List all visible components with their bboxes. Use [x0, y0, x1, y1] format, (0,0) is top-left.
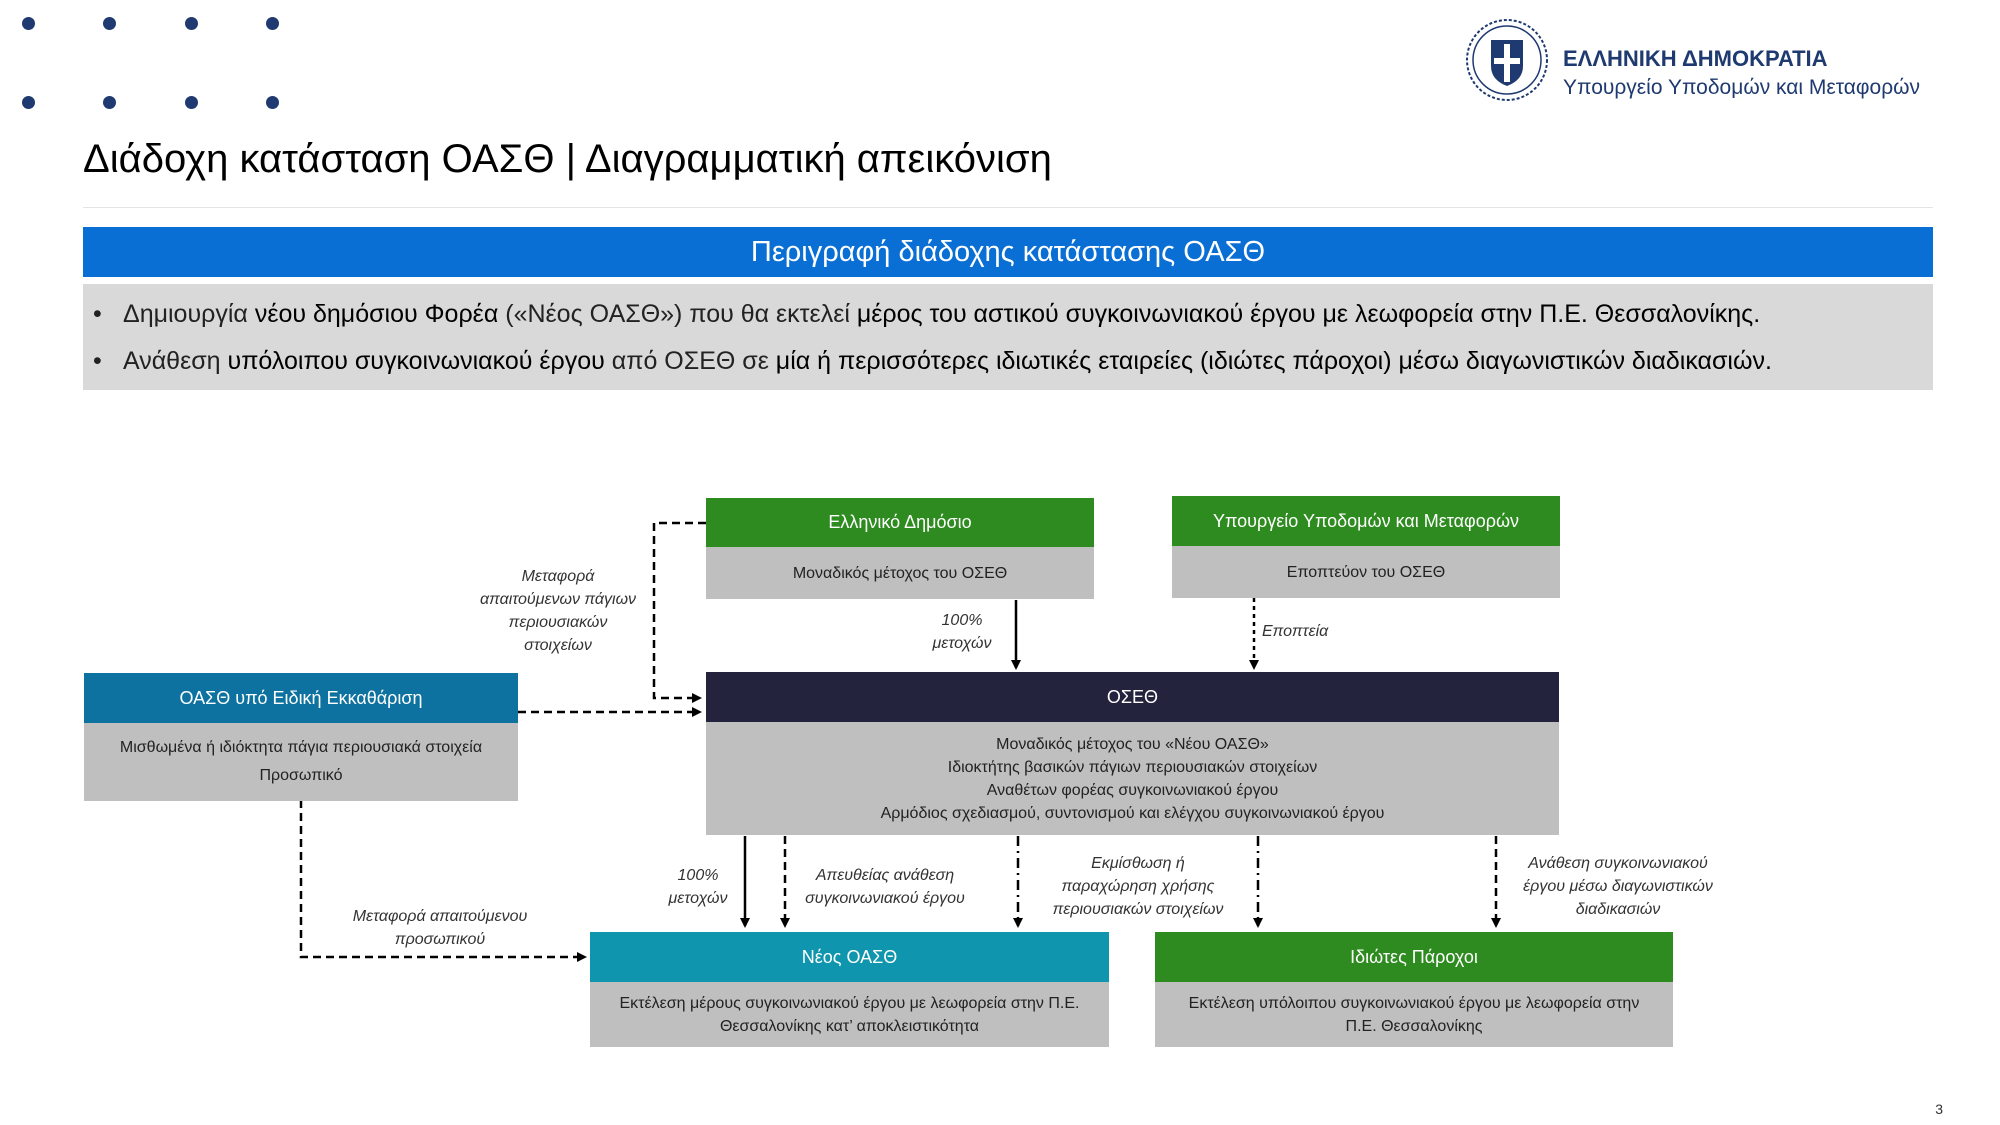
bullet-text: από ΟΣΕΘ σε	[604, 347, 776, 375]
decorative-dot	[103, 17, 116, 30]
box-text: Αναθέτων φορέας συγκοινωνιακού έργου	[986, 781, 1279, 799]
bullet-text: Ανάθεση	[123, 347, 228, 375]
box-text: Ιδιοκτήτης βασικών πάγιων περιουσιακών σ…	[947, 758, 1318, 776]
box-oseth-header: ΟΣΕΘ	[706, 672, 1559, 722]
bullet-text: («Νέος ΟΑΣΘ») που θα εκτελεί	[498, 300, 857, 328]
logo-title: ΕΛΛΗΝΙΚΗ ΔΗΜΟΚΡΑΤΙΑ	[1563, 46, 1828, 71]
box-text: Προσωπικό	[259, 767, 343, 784]
label-shares-bottom: 100% μετοχών	[668, 867, 728, 907]
box-text: Π.Ε. Θεσσαλονίκης	[1345, 1017, 1483, 1035]
box-text: Αρμόδιος σχεδιασμού, συντονισμού και ελέ…	[880, 804, 1385, 822]
page-number: 3	[1935, 1101, 1943, 1117]
bullet-icon: •	[93, 300, 102, 328]
decorative-dot	[22, 96, 35, 109]
decorative-dot	[185, 17, 198, 30]
label-personnel-transfer: Μεταφορά απαιτούμενου προσωπικού	[352, 908, 528, 948]
decorative-dot	[185, 96, 198, 109]
logo-subtitle: Υπουργείο Υποδομών και Μεταφορών	[1563, 76, 1921, 99]
label-tender-assignment: Ανάθεση συγκοινωνιακού έργου μέσω διαγων…	[1523, 855, 1713, 918]
bullet-emphasis: μέρος του αστικού συγκοινωνιακού έργου μ…	[856, 300, 1761, 328]
bullet-item: • Δημιουργία νέου δημόσιου Φορέα («Νέος Ο…	[93, 300, 1760, 329]
decorative-dot	[103, 96, 116, 109]
box-private-providers-body: Εκτέλεση υπόλοιπου συγκοινωνιακού έργου …	[1155, 982, 1673, 1047]
box-new-oasth-body: Εκτέλεση μέρους συγκοινωνιακού έργου με …	[590, 982, 1109, 1047]
label-lease: Εκμίσθωση ή παραχώρηση χρήσης περιουσιακ…	[1052, 855, 1224, 918]
box-text: Μοναδικός μέτοχος του ΟΣΕΘ	[792, 564, 1008, 582]
box-oseth-body: Μοναδικός μέτοχος του «Νέου ΟΑΣΘ» Ιδιοκτ…	[706, 722, 1559, 835]
box-text: Εκτέλεση μέρους συγκοινωνιακού έργου με …	[619, 994, 1080, 1012]
label-shares-top: 100% μετοχών	[932, 612, 992, 652]
bullet-emphasis: υπόλοιπου συγκοινωνιακού έργου	[227, 347, 605, 375]
bullet-icon: •	[93, 347, 102, 375]
box-text: Εποπτεύον του ΟΣΕΘ	[1286, 563, 1446, 581]
box-private-providers-header: Ιδιώτες Πάροχοι	[1155, 932, 1673, 982]
box-text: Μοναδικός μέτοχος του «Νέου ΟΑΣΘ»	[996, 735, 1269, 753]
description-body: • Δημιουργία νέου δημόσιου Φορέα («Νέος Ο…	[83, 284, 1933, 390]
box-old-oasth-header: ΟΑΣΘ υπό Ειδική Εκκαθάριση	[84, 673, 518, 723]
bullet-text: Δημιουργία	[123, 300, 255, 328]
box-ministry-header: Υπουργείο Υποδομών και Μεταφορών	[1172, 496, 1560, 546]
box-text: Εκτέλεση υπόλοιπου συγκοινωνιακού έργου …	[1188, 994, 1640, 1012]
greek-emblem-icon	[1465, 18, 1549, 102]
page-title: Διάδοχη κατάσταση ΟΑΣΘ | Διαγραμματική α…	[83, 137, 1052, 181]
box-greek-state-body: Μοναδικός μέτοχος του ΟΣΕΘ	[706, 547, 1094, 599]
bullet-emphasis: νέου δημόσιου Φορέα	[254, 300, 499, 328]
bullet-emphasis: μία ή περισσότερες ιδιωτικές εταιρείες (…	[775, 347, 1772, 375]
box-ministry-body: Εποπτεύον του ΟΣΕΘ	[1172, 546, 1560, 598]
arrow-asset-transfer	[652, 521, 706, 703]
label-supervision: Εποπτεία	[1262, 623, 1329, 640]
box-greek-state-header: Ελληνικό Δημόσιο	[706, 498, 1094, 547]
title-divider	[83, 207, 1933, 208]
box-old-oasth-body: Μισθωμένα ή ιδιόκτητα πάγια περιουσιακά …	[84, 723, 518, 801]
box-new-oasth-header: Νέος ΟΑΣΘ	[590, 932, 1109, 982]
arrow-personnel-transfer	[299, 800, 587, 962]
box-text: Μισθωμένα ή ιδιόκτητα πάγια περιουσιακά …	[119, 739, 483, 756]
decorative-dot	[266, 96, 279, 109]
bullet-item: •Ανάθεση υπόλοιπου συγκοινωνιακού έργου …	[93, 347, 1772, 376]
description-header: Περιγραφή διάδοχης κατάστασης ΟΑΣΘ	[83, 227, 1933, 277]
decorative-dot	[266, 17, 279, 30]
box-text: Θεσσαλονίκης κατ’ αποκλειστικότητα	[719, 1017, 980, 1035]
decorative-dot	[22, 17, 35, 30]
label-direct-assignment: Απευθείας ανάθεση συγκοινωνιακού έργου	[805, 867, 965, 907]
label-asset-transfer: Μεταφορά απαιτούμενων πάγιων περιουσιακώ…	[479, 568, 637, 654]
